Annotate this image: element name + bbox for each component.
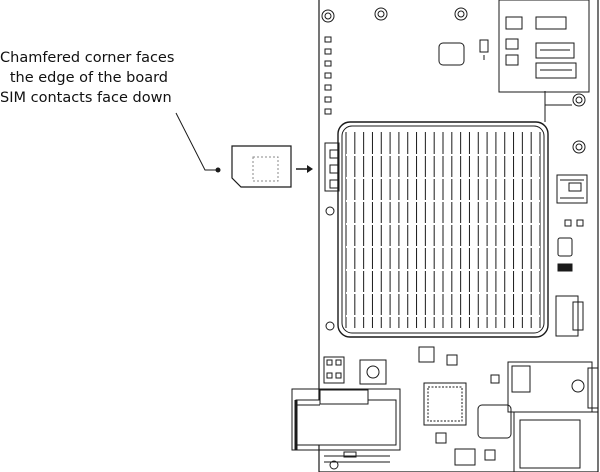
network-jack [498, 0, 590, 93]
trace-lines [544, 91, 572, 122]
annotation-line-2: the edge of the board [9, 70, 168, 86]
heatsink-icon [337, 121, 549, 338]
usb-port [556, 174, 588, 204]
lower-components [323, 346, 512, 466]
sim-card-icon [231, 145, 292, 188]
arrow-right-icon [296, 165, 313, 173]
bottom-right-jack [507, 361, 599, 472]
side-connector [324, 142, 340, 192]
sim-slot [291, 388, 401, 463]
annotation-line-3: SIM contacts face down [0, 90, 172, 106]
top-chip [438, 39, 489, 66]
annotation-text: Chamfered corner faces the edge of the b… [0, 48, 175, 108]
annotation-line-1: Chamfered corner faces [0, 50, 175, 66]
mounting-pads [321, 7, 586, 470]
leader-line [175, 112, 221, 173]
header-pins [324, 36, 332, 115]
right-components [555, 219, 584, 337]
